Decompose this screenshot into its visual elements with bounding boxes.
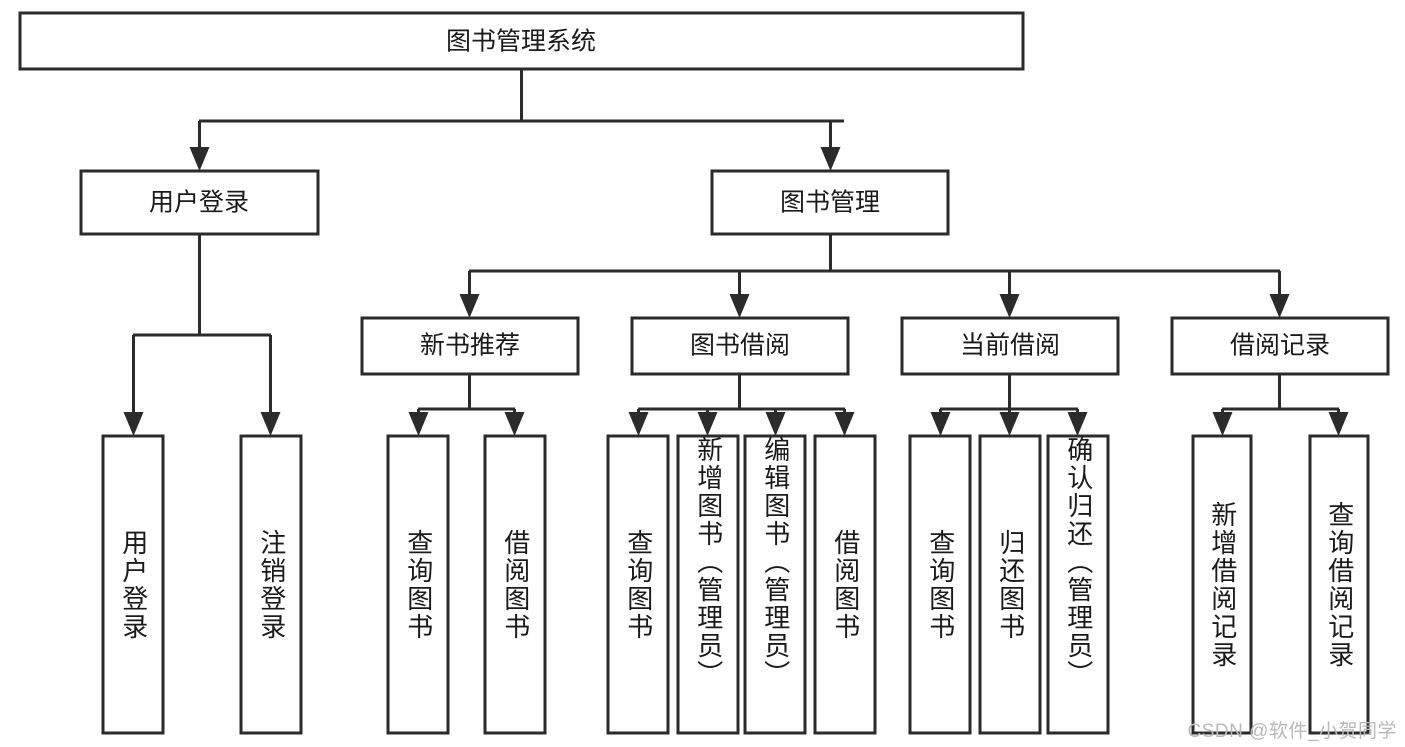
arrow-to-book-borrow [729, 294, 750, 318]
node-new-book-recommend-box[interactable] [360, 316, 580, 376]
leaf-box-query-book-borrow[interactable] [606, 434, 670, 735]
leaf-box-add-borrow-record[interactable] [1191, 434, 1253, 735]
arrow-to-leaf-borrow-book-recommend [504, 412, 525, 436]
arrow-to-leaf-add-book-admin [697, 412, 718, 436]
arrow-to-new-book-recommend [459, 294, 480, 318]
node-current-borrow-box[interactable] [900, 316, 1120, 376]
node-book-manage[interactable]: 图书管理 [710, 169, 950, 236]
leaf-box-return-book[interactable] [978, 434, 1042, 735]
arrow-to-leaf-borrow-book [834, 412, 855, 436]
node-borrow-record[interactable]: 借阅记录 [1170, 316, 1390, 376]
leaf-box-borrow-book[interactable] [813, 434, 877, 735]
node-book-manage-label: 图书管理 [780, 189, 880, 217]
node-book-borrow-box[interactable] [630, 316, 850, 376]
arrow-to-leaf-edit-book-admin [765, 412, 786, 436]
node-new-book-recommend-label: 新书推荐 [420, 332, 520, 360]
leaf-box-confirm-return-admin[interactable] [1046, 434, 1110, 735]
node-root[interactable]: 图书管理系统 [18, 11, 1025, 71]
node-user-login-label: 用户登录 [149, 189, 249, 217]
node-user-login[interactable]: 用户登录 [79, 169, 320, 236]
arrow-to-book-manage [820, 147, 841, 171]
leaf-box-query-book-current[interactable] [908, 434, 972, 735]
connector-group-book-borrow [628, 374, 855, 436]
node-current-borrow-label: 当前借阅 [960, 332, 1060, 360]
leaf-box-borrow-book-recommend[interactable] [483, 434, 547, 735]
leaf-box-query-book-recommend[interactable] [386, 434, 450, 735]
node-book-manage-box[interactable] [710, 169, 950, 236]
arrow-to-leaf-return-book [999, 412, 1020, 436]
arrow-to-leaf-confirm-return-admin [1067, 412, 1088, 436]
connector-group-current-borrow [930, 374, 1088, 436]
connector-group-root [189, 69, 844, 171]
node-book-borrow[interactable]: 图书借阅 [630, 316, 850, 376]
leaf-boxes [101, 434, 1370, 735]
node-user-login-box[interactable] [79, 169, 320, 236]
arrow-to-leaf-logout-login [260, 412, 281, 436]
arrow-to-borrow-record [1269, 294, 1290, 318]
connector-group-borrow-record [1212, 374, 1349, 436]
leaf-box-user-login[interactable] [101, 434, 165, 735]
arrow-to-leaf-query-borrow-record [1328, 412, 1349, 436]
node-borrow-record-box[interactable] [1170, 316, 1390, 376]
node-root-box[interactable] [18, 11, 1025, 71]
connector-group-user-login [123, 234, 281, 436]
node-new-book-recommend[interactable]: 新书推荐 [360, 316, 580, 376]
arrow-to-leaf-query-book-borrow [628, 412, 649, 436]
node-borrow-record-label: 借阅记录 [1230, 332, 1330, 360]
arrow-to-leaf-query-book-current [930, 412, 951, 436]
leaf-box-logout-login[interactable] [239, 434, 303, 735]
leaf-box-query-borrow-record[interactable] [1308, 434, 1370, 735]
node-current-borrow[interactable]: 当前借阅 [900, 316, 1120, 376]
leaf-box-edit-book-admin[interactable] [743, 434, 807, 735]
arrow-to-leaf-query-book-recommend [408, 412, 429, 436]
arrow-to-user-login [189, 147, 210, 171]
arrow-to-current-borrow [999, 294, 1020, 318]
node-book-borrow-label: 图书借阅 [690, 332, 790, 360]
node-root-label: 图书管理系统 [446, 28, 596, 56]
connector-group-new-book-recommend [408, 374, 525, 436]
arrow-to-leaf-user-login [123, 412, 144, 436]
connector-group-book-manage [459, 234, 1290, 318]
csdn-watermark: CSDN @软件_小贺同学 [1187, 721, 1397, 742]
arrow-to-leaf-add-borrow-record [1212, 412, 1233, 436]
leaf-box-add-book-admin[interactable] [676, 434, 740, 735]
